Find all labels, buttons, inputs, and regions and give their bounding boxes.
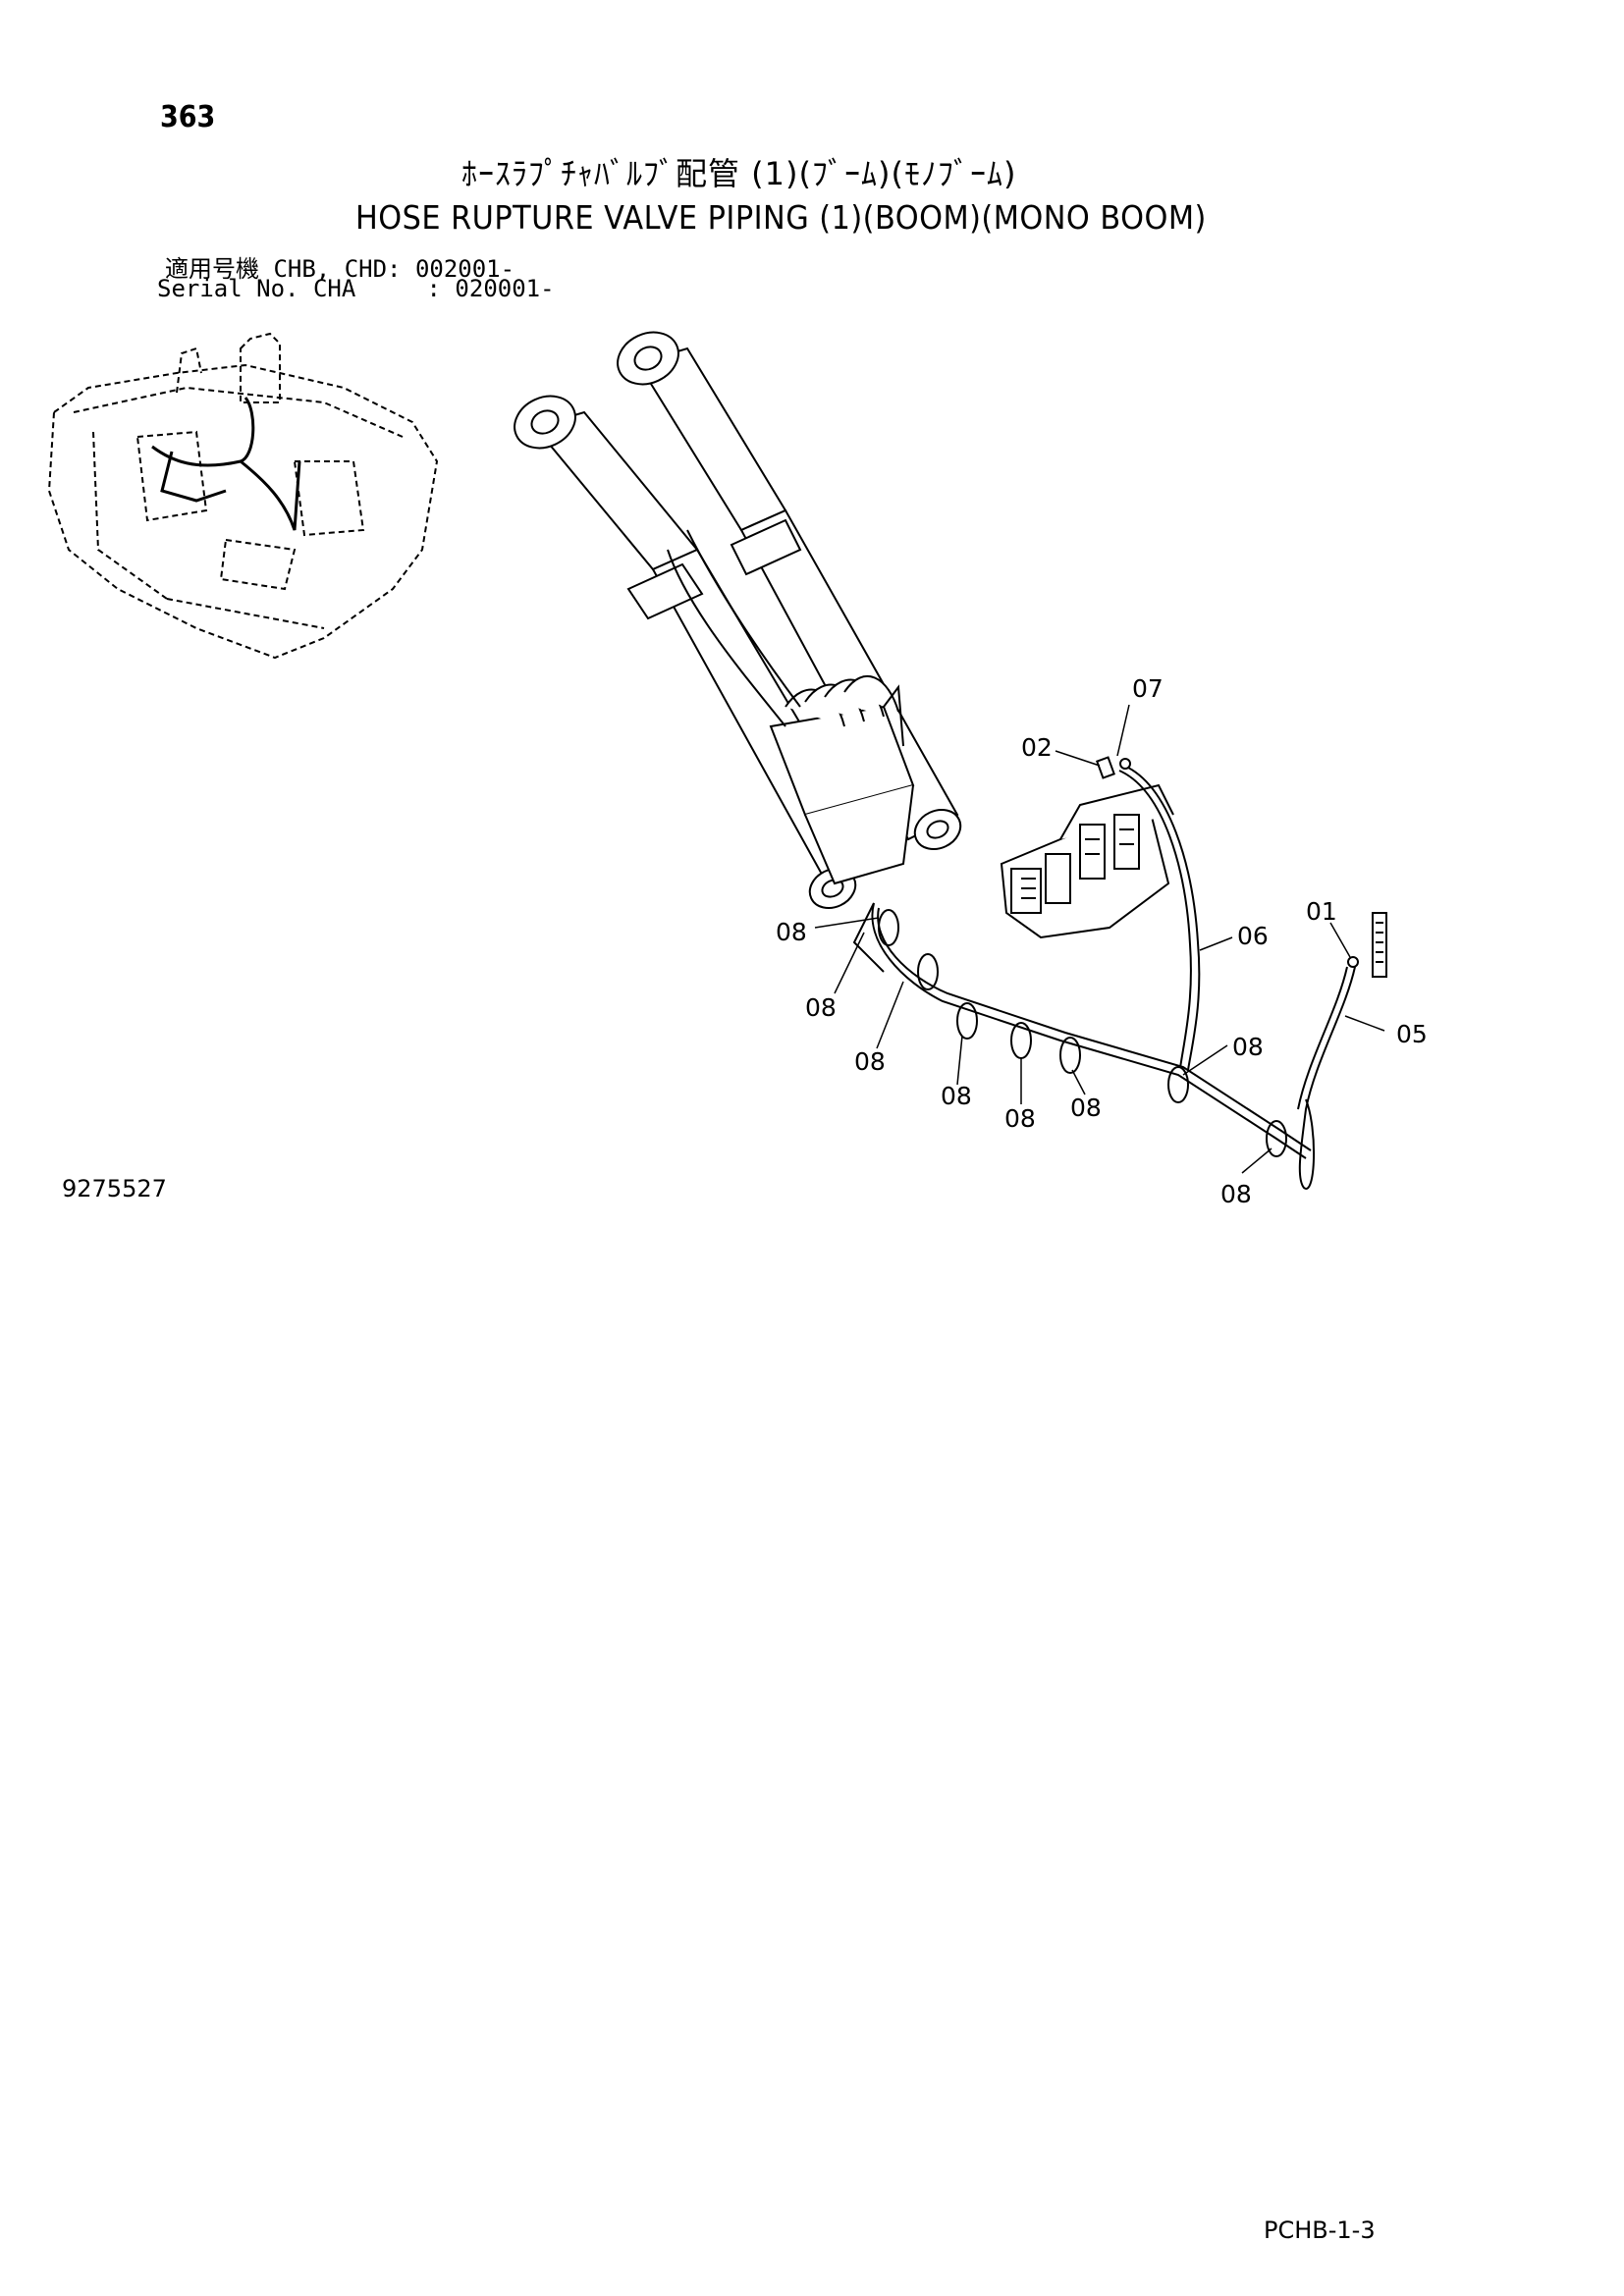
callout-08-e: 08 [1004, 1104, 1036, 1133]
title-english: HOSE RUPTURE VALVE PIPING (1)(BOOM)(MONO… [355, 198, 1207, 237]
drawing-number: 9275527 [62, 1175, 167, 1202]
callout-08-h: 08 [1220, 1180, 1252, 1208]
applicability-line-2: Serial No. CHA : 020001- [157, 275, 555, 302]
callout-07: 07 [1132, 674, 1164, 703]
callout-08-c: 08 [854, 1047, 886, 1076]
sheet-code: PCHB-1-3 [1264, 2216, 1376, 2244]
hose-06 [1118, 765, 1201, 1071]
control-valve [1000, 783, 1174, 939]
fitting-02 [1096, 756, 1131, 779]
callout-08-d: 08 [941, 1082, 972, 1110]
callout-05: 05 [1396, 1020, 1428, 1048]
callout-02: 02 [1021, 733, 1053, 762]
callout-08-g: 08 [1232, 1033, 1264, 1061]
callouts: 07 02 01 06 05 08 08 08 08 08 08 08 08 [776, 674, 1428, 1208]
page-number: 363 [160, 100, 216, 134]
applicability-line-1: 適用号機 CHB, CHD: 002001- [165, 255, 515, 283]
leader-lines [814, 704, 1385, 1174]
callout-08-b: 08 [805, 993, 837, 1022]
title-japanese: ﾎｰｽﾗﾌﾟﾁｬﾊﾞﾙﾌﾞ配管 (1)(ﾌﾞｰﾑ)(ﾓﾉﾌﾞｰﾑ) [461, 155, 1017, 192]
callout-08-a: 08 [776, 918, 807, 946]
hose-05 [1297, 966, 1356, 1190]
overview-piping-highlight [151, 397, 301, 531]
fitting-01 [1347, 912, 1387, 978]
machine-overview-illustration [47, 332, 439, 660]
callout-06: 06 [1237, 922, 1269, 950]
callout-08-f: 08 [1070, 1094, 1102, 1122]
hose-rupture-valve-assembly [667, 529, 915, 885]
callout-01: 01 [1306, 897, 1337, 926]
